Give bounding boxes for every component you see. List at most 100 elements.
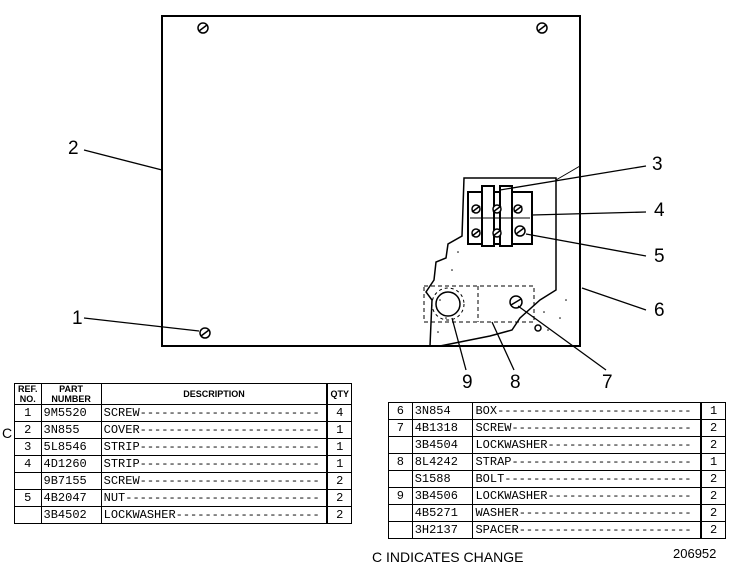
- cell-qty: 2: [326, 489, 353, 507]
- cell-part: 4B5271: [411, 504, 474, 522]
- cell-ref: 5: [14, 489, 42, 507]
- description-text: LOCKWASHER: [475, 438, 548, 452]
- cell-ref: [14, 472, 42, 490]
- leader-dashes: --------------------: [547, 438, 692, 452]
- leader-dashes: -------------------------: [139, 457, 320, 471]
- cell-ref: 6: [388, 402, 413, 420]
- cell-qty: 2: [700, 436, 727, 454]
- callout-8: 8: [510, 372, 521, 393]
- leader-dashes: ---------------------------: [497, 404, 692, 418]
- cell-qty: 2: [700, 419, 727, 437]
- description-text: STRIP: [103, 457, 140, 471]
- cell-part: 3H2137: [411, 521, 474, 539]
- cover-screw-right: [536, 22, 548, 34]
- cell-ref: [388, 521, 413, 539]
- cell-desc: STRAP-------------------------: [472, 453, 703, 471]
- cell-part: 8L4242: [411, 453, 474, 471]
- description-text: BOX: [475, 404, 498, 418]
- cell-desc: BOX---------------------------: [472, 402, 703, 420]
- cell-desc: COVER-------------------------: [100, 421, 329, 439]
- table-header: REF. NO. PART NUMBER DESCRIPTION QTY: [14, 383, 353, 405]
- leader-dashes: -------------------------: [139, 423, 320, 437]
- spacer-outline: [431, 287, 465, 321]
- drawing-number: 206952: [673, 546, 717, 561]
- header-description: DESCRIPTION: [100, 383, 329, 405]
- strap-outline: [423, 285, 535, 323]
- cell-part: 3B4504: [411, 436, 474, 454]
- cell-qty: 2: [700, 487, 727, 505]
- description-text: SCREW: [103, 474, 140, 488]
- callout-4: 4: [654, 200, 665, 221]
- header-qty: QTY: [326, 383, 353, 405]
- cell-ref: 3: [14, 438, 42, 456]
- cell-ref: 1: [14, 404, 42, 422]
- callout-6: 6: [654, 300, 665, 321]
- callout-9: 9: [462, 372, 473, 393]
- leader-dashes: ---------------------------: [125, 491, 320, 505]
- callout-1: 1: [72, 308, 83, 329]
- cell-qty: 1: [326, 455, 353, 473]
- cover-screw-top: [197, 22, 209, 34]
- cell-ref: 9: [388, 487, 413, 505]
- description-text: BOLT: [475, 472, 505, 486]
- cell-ref: [388, 504, 413, 522]
- description-text: LOCKWASHER: [475, 489, 548, 503]
- leader-dashes: -------------------------: [139, 406, 320, 420]
- description-text: NUT: [103, 491, 126, 505]
- exploded-parts-diagram: 1 2 3 4 5 6 7 8 9: [68, 15, 665, 393]
- callout-3: 3: [652, 154, 663, 175]
- cell-part: 4B2047: [40, 489, 102, 507]
- description-text: SCREW: [475, 421, 512, 435]
- description-text: STRAP: [475, 455, 512, 469]
- cell-qty: 4: [326, 404, 353, 422]
- cell-qty: 2: [326, 472, 353, 490]
- change-mark: C: [2, 425, 13, 441]
- cell-ref: 4: [14, 455, 42, 473]
- cell-part: 5L8546: [40, 438, 102, 456]
- description-text: SCREW: [103, 406, 140, 420]
- cell-ref: 7: [388, 419, 413, 437]
- description-text: COVER: [103, 423, 140, 437]
- cell-ref: 8: [388, 453, 413, 471]
- cutaway-edge: [425, 177, 557, 347]
- cell-qty: 1: [700, 453, 727, 471]
- header-part-number: PART NUMBER: [40, 383, 102, 405]
- leader-dashes: -------------------------: [139, 440, 320, 454]
- cell-part: 3B4506: [411, 487, 474, 505]
- cell-ref: [388, 436, 413, 454]
- cell-part: 3N855: [40, 421, 102, 439]
- callout-7: 7: [602, 372, 613, 393]
- leader-dashes: --------------------: [175, 508, 320, 522]
- terminal-strip: [467, 185, 533, 247]
- cell-part: 3B4502: [40, 506, 102, 524]
- cell-desc: BOLT--------------------------: [472, 470, 703, 488]
- callout-2: 2: [68, 138, 79, 159]
- cell-qty: 2: [700, 504, 727, 522]
- description-text: STRIP: [103, 440, 140, 454]
- leader-dashes: -------------------------: [511, 421, 692, 435]
- leader-dashes: ------------------------: [518, 506, 692, 520]
- cell-ref: [14, 506, 42, 524]
- cell-desc: WASHER------------------------: [472, 504, 703, 522]
- cell-ref: 2: [14, 421, 42, 439]
- cell-part: 4B1318: [411, 419, 474, 437]
- leader-dashes: --------------------------: [504, 472, 692, 486]
- cell-part: 3N854: [411, 402, 474, 420]
- cell-ref: [388, 470, 413, 488]
- cell-desc: SCREW-------------------------: [472, 419, 703, 437]
- cell-qty: 1: [326, 421, 353, 439]
- cell-qty: 2: [700, 521, 727, 539]
